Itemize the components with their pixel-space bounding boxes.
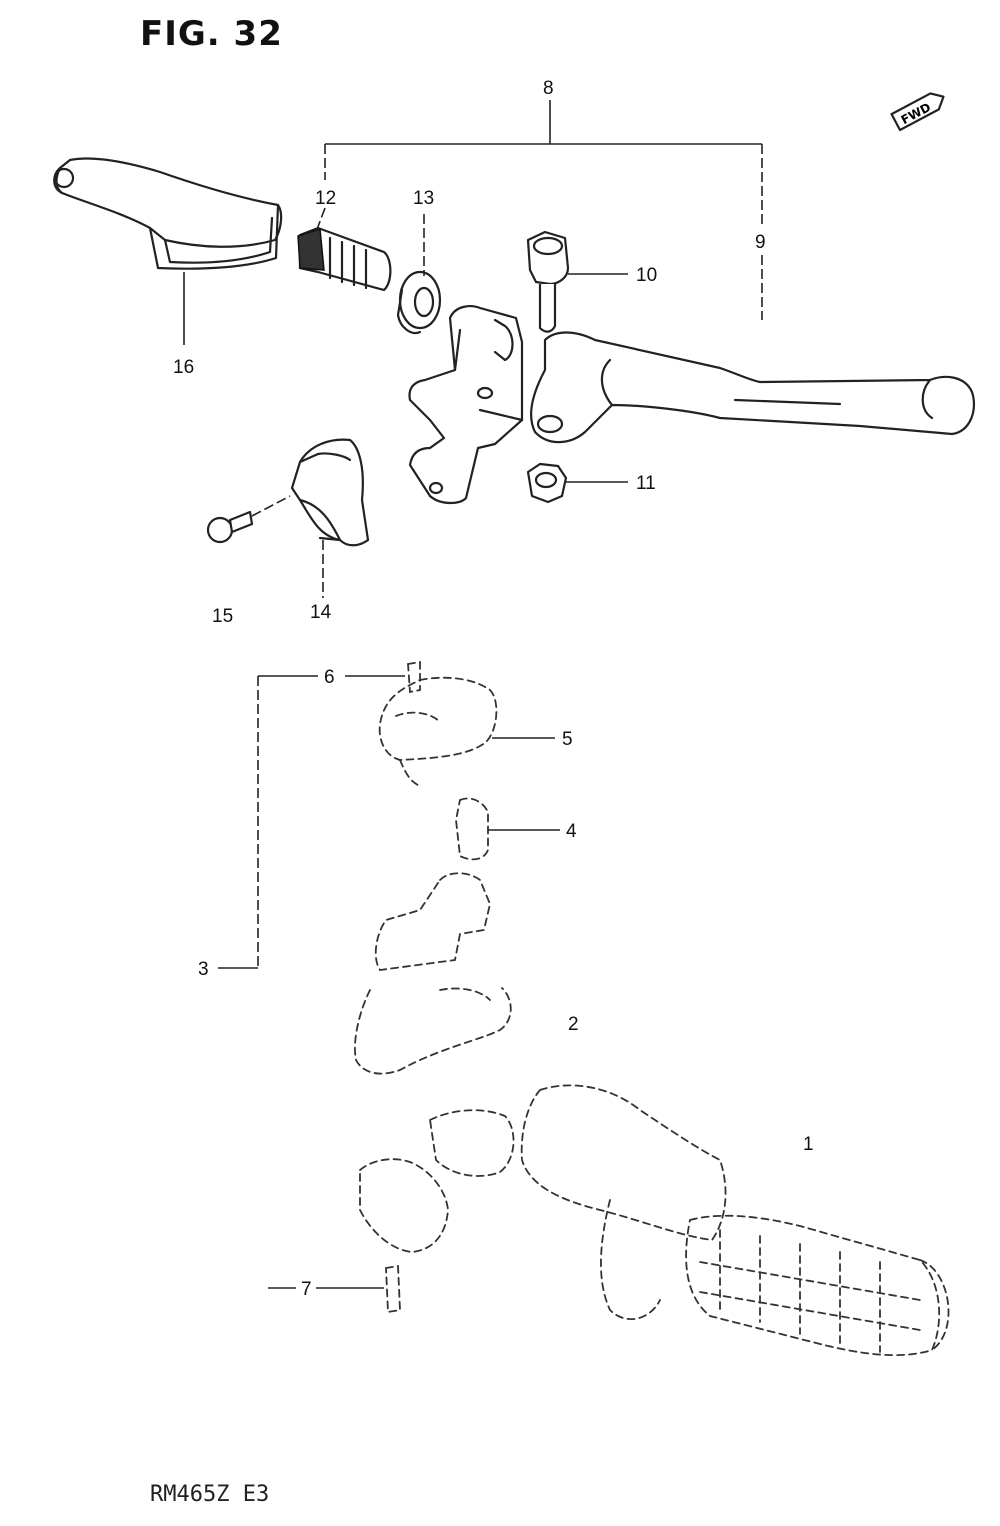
leader-lines xyxy=(183,100,763,1289)
callout-13: 13 xyxy=(413,188,434,209)
part-11-nut xyxy=(526,462,568,504)
callout-2: 2 xyxy=(568,1014,579,1035)
callout-4: 4 xyxy=(566,821,577,842)
callout-10: 10 xyxy=(636,265,657,286)
part-16-lever-cover xyxy=(53,157,283,270)
callout-14: 14 xyxy=(310,602,332,623)
model-code-footer: RM465Z E3 xyxy=(150,1482,270,1507)
callout-8: 8 xyxy=(543,78,554,99)
forward-arrow-icon: FWD xyxy=(890,92,945,132)
callout-6: 6 xyxy=(324,667,335,688)
lever-holder-bracket xyxy=(408,305,524,505)
callout-1: 1 xyxy=(803,1134,814,1155)
callout-11: 11 xyxy=(636,473,656,494)
callout-12: 12 xyxy=(315,188,336,209)
callout-15: 15 xyxy=(212,606,233,627)
part-12-adjuster xyxy=(297,226,392,292)
part-9-lever xyxy=(530,331,976,444)
callout-16: 16 xyxy=(173,357,194,378)
figure-title: FIG. 32 xyxy=(140,14,283,54)
switch-assembly xyxy=(354,660,950,1357)
callout-labels: 8 12 13 9 10 16 11 15 14 6 5 4 3 2 1 7 xyxy=(173,78,814,1300)
callout-3: 3 xyxy=(198,959,209,980)
part-15-screw xyxy=(206,495,291,544)
part-13-nut xyxy=(396,270,442,335)
part-10-pivot-bolt xyxy=(526,230,570,333)
callout-5: 5 xyxy=(562,729,573,750)
callout-7: 7 xyxy=(301,1279,312,1300)
callout-9: 9 xyxy=(755,232,766,253)
part-14-clamp xyxy=(290,438,370,547)
